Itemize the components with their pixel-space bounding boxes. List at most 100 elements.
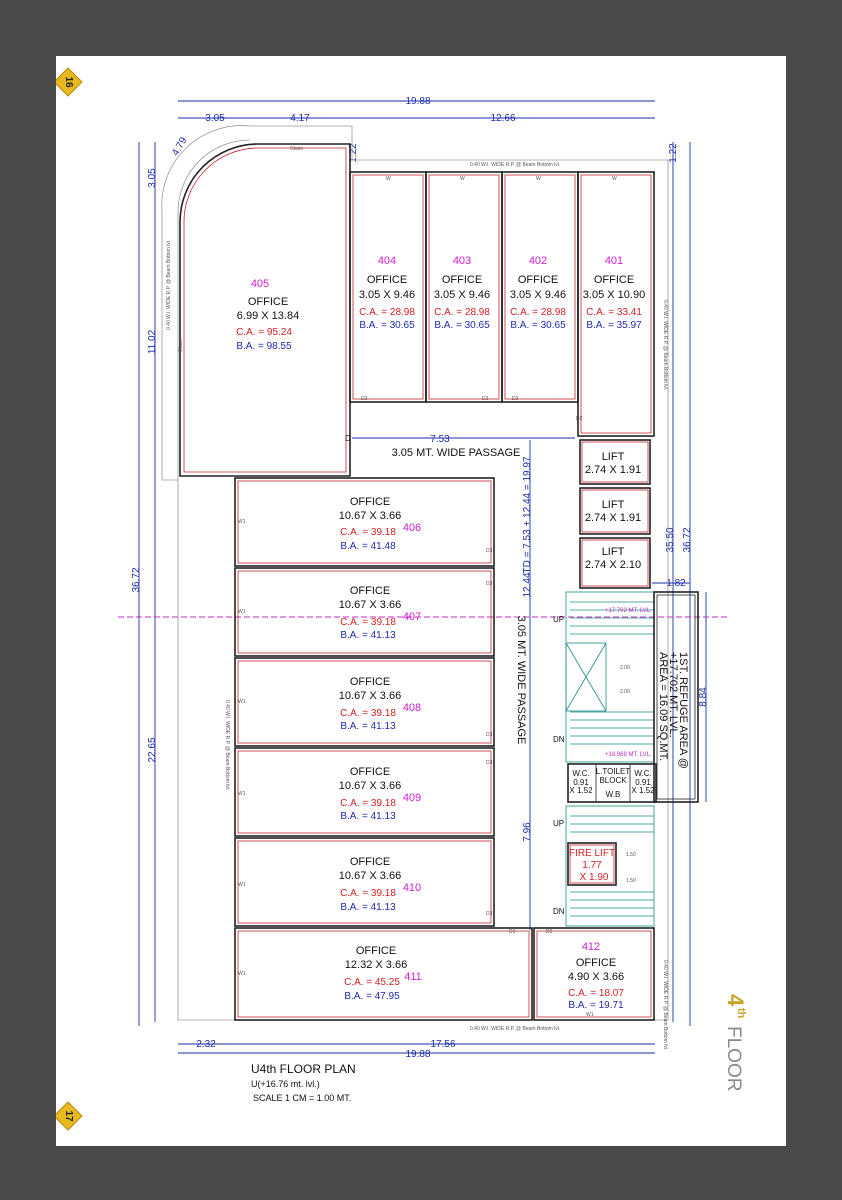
room-406-ca: C.A. = 39.18 bbox=[340, 527, 396, 538]
room-410-size: 10.67 X 3.66 bbox=[339, 870, 401, 882]
room-409-size: 10.67 X 3.66 bbox=[339, 780, 401, 792]
door-tag-411: D1 bbox=[509, 929, 516, 935]
refuge-line-1: 1ST. REFUGE AREA @ bbox=[677, 652, 689, 769]
dim-gap-a: 1.22 bbox=[348, 143, 359, 163]
page-number-top: 16 bbox=[63, 76, 74, 88]
room-409-number: 409 bbox=[403, 792, 421, 804]
room-406-number: 406 bbox=[403, 522, 421, 534]
room-411-size: 12.32 X 3.66 bbox=[345, 959, 407, 971]
room-402: W 402 OFFICE 3.05 X 9.46 C.A. = 28.98 B.… bbox=[501, 171, 579, 403]
fire-lift-w: 1.77 bbox=[582, 860, 602, 871]
stair-dim-c: 1.50 bbox=[626, 852, 636, 858]
stair-dim-a: 2.00 bbox=[620, 665, 630, 671]
dim-passage-length: 12.44 bbox=[522, 572, 533, 597]
glass-tag: Glass bbox=[178, 339, 184, 352]
window-tag-412: W1 bbox=[586, 1012, 594, 1018]
room-402-size: 3.05 X 9.46 bbox=[510, 289, 566, 301]
refuge-line-2: +17.702 MT. LVL. bbox=[667, 652, 679, 738]
room-412-number: 412 bbox=[582, 941, 600, 953]
wc-1-h: X 1.52 bbox=[569, 786, 593, 795]
plan-scale: SCALE 1 CM = 1.00 MT. bbox=[253, 1093, 351, 1103]
floor-plan: 16 17 19.88 3.05 4.17 12.66 4.79 36.72 3… bbox=[56, 67, 748, 1131]
room-405-ba: B.A. = 98.55 bbox=[236, 341, 292, 352]
lift-1-label: LIFT bbox=[602, 451, 625, 463]
dim-top-b: 4.17 bbox=[290, 113, 310, 124]
door-tag-408: D3 bbox=[486, 732, 493, 738]
door-tag-406: D3 bbox=[486, 548, 493, 554]
stair-level-2: +18.968 MT. LVL. bbox=[605, 752, 652, 758]
top-offices: 0.40 W.I. WIDE R.P. @ Beam Bottom lvl. W… bbox=[349, 162, 668, 437]
room-402-type: OFFICE bbox=[518, 274, 558, 286]
lift-block: LIFT 2.74 X 1.91 LIFT 2.74 X 1.91 LIFT 2… bbox=[579, 439, 651, 589]
toilet-block-line-2: BLOCK bbox=[599, 776, 627, 785]
stair-treads-2 bbox=[570, 815, 654, 917]
floor-badge-word: FLOOR bbox=[723, 1026, 744, 1091]
room-407-ba: B.A. = 41.13 bbox=[340, 630, 396, 641]
stair-up-2[interactable]: UP bbox=[553, 819, 564, 828]
room-411-ba: B.A. = 47.95 bbox=[344, 991, 400, 1002]
stair-dim-d: 1.50 bbox=[626, 878, 636, 884]
service-core: UP DN +17.702 MT. LVL. +18.968 MT. LVL. … bbox=[553, 591, 699, 927]
door-tag-402: D3 bbox=[512, 396, 519, 402]
room-402-number: 402 bbox=[529, 255, 547, 267]
window-tag-409: W1 bbox=[238, 791, 246, 797]
door-tag-412: D2 bbox=[546, 929, 553, 935]
dim-passage-length-2: 7.96 bbox=[522, 822, 533, 842]
room-404-number: 404 bbox=[378, 255, 396, 267]
door-tag-405: D bbox=[345, 434, 351, 443]
lift-3-label: LIFT bbox=[602, 546, 625, 558]
beam-note-left-lower: 0.40 W.I. WIDE R.P. @ Beam Bottom lvl. bbox=[224, 700, 230, 790]
room-408-type: OFFICE bbox=[350, 676, 390, 688]
dim-right-d: 8.84 bbox=[698, 687, 709, 707]
room-408-ca: C.A. = 39.18 bbox=[340, 708, 396, 719]
room-402-ca: C.A. = 28.98 bbox=[510, 307, 566, 318]
room-403-ba: B.A. = 30.65 bbox=[434, 320, 490, 331]
room-412-size: 4.90 X 3.66 bbox=[568, 971, 624, 983]
room-407-size: 10.67 X 3.66 bbox=[339, 599, 401, 611]
refuge-line-3: AREA = 16.09 SQ.MT. bbox=[657, 652, 669, 761]
window-tag: W bbox=[536, 176, 541, 182]
window-tag: W bbox=[460, 176, 465, 182]
dim-right-total: 36.72 bbox=[682, 527, 693, 552]
room-403-type: OFFICE bbox=[442, 274, 482, 286]
stair-up-1[interactable]: UP bbox=[553, 615, 564, 624]
window-tag-407: W1 bbox=[238, 609, 246, 615]
dim-left-total: 36.72 bbox=[131, 567, 142, 592]
dim-left-a: 3.05 bbox=[147, 168, 158, 188]
room-404-ba: B.A. = 30.65 bbox=[359, 320, 415, 331]
stair-down-2[interactable]: DN bbox=[553, 907, 565, 916]
room-405-ca: C.A. = 95.24 bbox=[236, 327, 292, 338]
passage-vertical-label: 3.05 MT. WIDE PASSAGE bbox=[515, 616, 527, 745]
room-411-ca: C.A. = 45.25 bbox=[344, 977, 400, 988]
lift-2-size: 2.74 X 1.91 bbox=[585, 512, 641, 524]
lift-2-label: LIFT bbox=[602, 499, 625, 511]
dim-top-c: 12.66 bbox=[490, 113, 515, 124]
room-401-ca: C.A. = 33.41 bbox=[586, 307, 642, 318]
room-408-number: 408 bbox=[403, 702, 421, 714]
plan-level: U(+16.76 mt. lvl.) bbox=[251, 1079, 320, 1089]
stair-down-1[interactable]: DN bbox=[553, 735, 565, 744]
wc-2-h: X 1.52 bbox=[631, 786, 655, 795]
page-number-bottom: 17 bbox=[63, 1110, 74, 1122]
room-406: W1 OFFICE 10.67 X 3.66 C.A. = 39.18 B.A.… bbox=[234, 477, 495, 567]
room-401-size: 3.05 X 10.90 bbox=[583, 289, 645, 301]
toilet-block-line-1: L.TOILET bbox=[596, 767, 631, 776]
room-408: W1 OFFICE 10.67 X 3.66 C.A. = 39.18 B.A.… bbox=[234, 657, 495, 747]
door-tag-403: D3 bbox=[482, 396, 489, 402]
td-note: TD = 7.53 + 12.44 = 19.97 bbox=[522, 456, 533, 573]
room-407-number: 407 bbox=[403, 611, 421, 623]
room-407-type: OFFICE bbox=[350, 585, 390, 597]
room-409: W1 OFFICE 10.67 X 3.66 C.A. = 39.18 B.A.… bbox=[234, 747, 495, 837]
window-tag-408: W1 bbox=[238, 699, 246, 705]
window-tag-410: W1 bbox=[238, 882, 246, 888]
room-409-ca: C.A. = 39.18 bbox=[340, 798, 396, 809]
room-403-number: 403 bbox=[453, 255, 471, 267]
beam-note-left: 0.40 W.I. WIDE R.P. @ Beam Bottom lvl. bbox=[166, 240, 172, 330]
room-408-ba: B.A. = 41.13 bbox=[340, 721, 396, 732]
page-marker-bottom: 17 bbox=[56, 1101, 83, 1131]
left-offices: 0.40 W.I. WIDE R.P. @ Beam Bottom lvl. W… bbox=[224, 477, 533, 1021]
window-tag-406: W1 bbox=[238, 519, 246, 525]
dim-top-a: 3.05 bbox=[205, 113, 225, 124]
room-405-type: OFFICE bbox=[248, 296, 288, 308]
room-404: W 404 OFFICE 3.05 X 9.46 C.A. = 28.98 B.… bbox=[349, 171, 427, 403]
